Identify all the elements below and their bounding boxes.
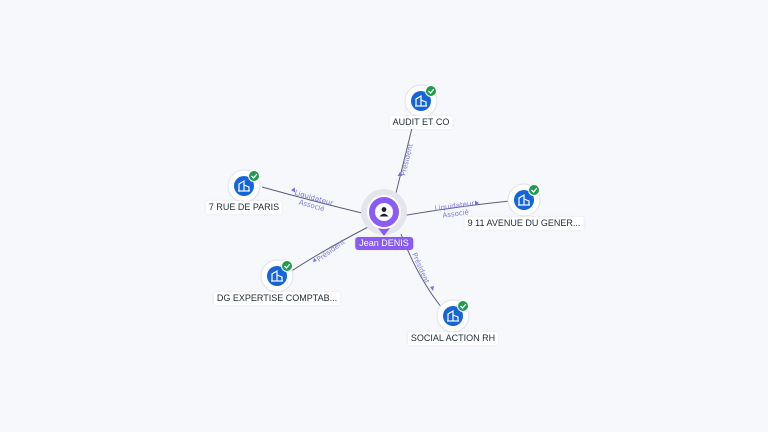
relation-label: Président bbox=[410, 252, 431, 285]
person-name-label[interactable]: Jean DENIS bbox=[355, 237, 413, 250]
relation-label: Président bbox=[315, 238, 346, 264]
company-building-icon bbox=[238, 179, 250, 192]
edge-7-rue-de-paris bbox=[261, 186, 367, 215]
verified-check-icon bbox=[425, 85, 437, 97]
verified-check-icon bbox=[281, 260, 293, 272]
company-nodes bbox=[227, 84, 541, 333]
company-label-dg-expertise[interactable]: DG EXPERTISE COMPTAB... bbox=[213, 292, 341, 305]
edge-arrow bbox=[313, 258, 317, 262]
company-label-7-rue-de-paris[interactable]: 7 RUE DE PARIS bbox=[205, 201, 283, 214]
company-label-9-11-avenue[interactable]: 9 11 AVENUE DU GENER... bbox=[464, 217, 584, 230]
verified-check-icon bbox=[528, 184, 540, 196]
person-icon bbox=[379, 207, 389, 217]
edge-dg-expertise bbox=[289, 226, 369, 273]
company-node-dg-expertise[interactable] bbox=[260, 259, 294, 293]
edge-arrow bbox=[430, 286, 434, 291]
person-node[interactable] bbox=[361, 189, 407, 236]
company-label-social-action-rh[interactable]: SOCIAL ACTION RH bbox=[407, 332, 499, 345]
edge-arrow bbox=[397, 172, 403, 176]
company-building-icon bbox=[518, 193, 530, 206]
edge-audit-et-co bbox=[394, 127, 413, 198]
company-building-icon bbox=[415, 94, 427, 107]
company-label-audit-et-co[interactable]: AUDIT ET CO bbox=[389, 116, 453, 129]
company-node-7-rue-de-paris[interactable] bbox=[227, 169, 261, 203]
company-building-icon bbox=[447, 309, 459, 322]
verified-check-icon bbox=[457, 300, 469, 312]
edge-9-11-avenue bbox=[400, 200, 511, 217]
company-building-icon bbox=[271, 269, 283, 282]
relation-label: Associé bbox=[442, 208, 469, 220]
edge-arrow bbox=[475, 200, 479, 206]
company-node-audit-et-co[interactable] bbox=[404, 84, 438, 118]
company-node-social-action-rh[interactable] bbox=[436, 299, 470, 333]
verified-check-icon bbox=[248, 170, 260, 182]
company-node-9-11-avenue[interactable] bbox=[507, 183, 541, 217]
relation-label: Président bbox=[399, 143, 415, 177]
edge-arrow bbox=[291, 187, 295, 193]
